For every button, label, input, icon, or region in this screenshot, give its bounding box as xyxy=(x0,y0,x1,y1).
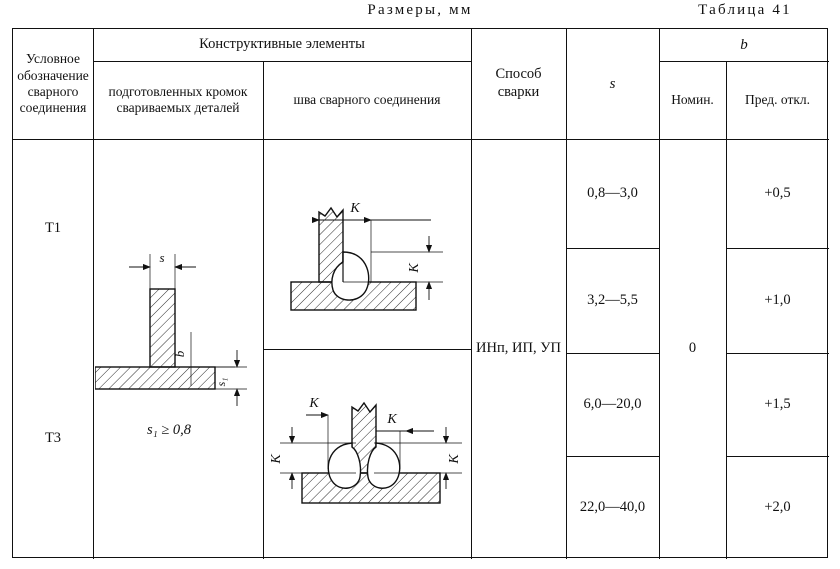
prepared-edges-drawing: s b s₁ s₁ ≥ 0,8 xyxy=(95,234,263,464)
weld-seam-drawing-t3: K K K K xyxy=(266,377,471,522)
header-prepared-edges: подготовленных кромок свариваемых детале… xyxy=(108,83,248,115)
svg-text:K: K xyxy=(407,263,422,274)
s-row-rule-1 xyxy=(566,248,659,249)
dev-row-rule-1 xyxy=(726,248,829,249)
page-captions: Размеры, мм Таблица 41 xyxy=(0,0,840,28)
table-number: Таблица 41 xyxy=(698,2,792,18)
joint-designation-t1: T1 xyxy=(44,220,62,237)
s-value-row-3: 6,0—20,0 xyxy=(583,395,642,412)
s-value-row-1: 0,8—3,0 xyxy=(587,184,638,201)
b-deviation-row-4: +2,0 xyxy=(764,498,791,515)
dev-row-rule-2 xyxy=(726,353,829,354)
header-welding-method: Способ сварки xyxy=(495,66,542,100)
group-header-rule xyxy=(93,61,471,62)
welding-method-value: ИНп, ИП, УП xyxy=(476,340,561,357)
column-rule-1 xyxy=(93,29,94,559)
header-gap-b: b xyxy=(740,36,748,53)
svg-text:s: s xyxy=(159,250,164,265)
prepared-edges-note: s₁ ≥ 0,8 xyxy=(147,422,192,438)
welding-joints-table: Условное обозначе­ние сварного соедине­н… xyxy=(12,28,829,559)
s-value-row-4: 22,0—40,0 xyxy=(579,498,646,515)
s-row-rule-3 xyxy=(566,456,659,457)
svg-text:K: K xyxy=(386,412,397,427)
header-weld-seam: шва сварного соединения xyxy=(293,91,441,107)
svg-text:K: K xyxy=(349,201,360,216)
s-row-rule-2 xyxy=(566,353,659,354)
b-nominal-value: 0 xyxy=(688,340,697,357)
svg-text:K: K xyxy=(269,454,284,465)
weld-seam-split-rule xyxy=(263,349,471,350)
svg-text:K: K xyxy=(447,454,462,465)
b-deviation-row-3: +1,5 xyxy=(764,395,791,412)
column-rule-2 xyxy=(263,61,264,559)
column-rule-3 xyxy=(471,29,472,559)
header-b-deviation: Пред. откл. xyxy=(744,91,811,107)
column-rule-6 xyxy=(726,61,727,559)
header-thickness-s: s xyxy=(609,75,616,92)
b-deviation-row-1: +0,5 xyxy=(764,184,791,201)
group-b-header-rule xyxy=(659,61,829,62)
s-value-row-2: 3,2—5,5 xyxy=(587,291,638,308)
column-rule-5 xyxy=(659,29,660,559)
svg-text:s₁: s₁ xyxy=(214,378,228,387)
header-structural-elements: Конструктивные элементы xyxy=(199,36,365,53)
svg-text:b: b xyxy=(172,350,187,357)
header-symbol: Условное обозначе­ние сварного соедине­н… xyxy=(17,51,89,116)
joint-designation-t3: T3 xyxy=(44,430,62,447)
header-b-nominal: Номин. xyxy=(671,91,714,107)
weld-seam-drawing-t1: K K xyxy=(281,184,461,334)
table-title: Размеры, мм xyxy=(367,2,473,18)
column-rule-4 xyxy=(566,29,567,559)
header-bottom-rule xyxy=(13,139,829,140)
b-deviation-row-2: +1,0 xyxy=(764,291,791,308)
svg-text:K: K xyxy=(308,396,319,411)
dev-row-rule-3 xyxy=(726,456,829,457)
